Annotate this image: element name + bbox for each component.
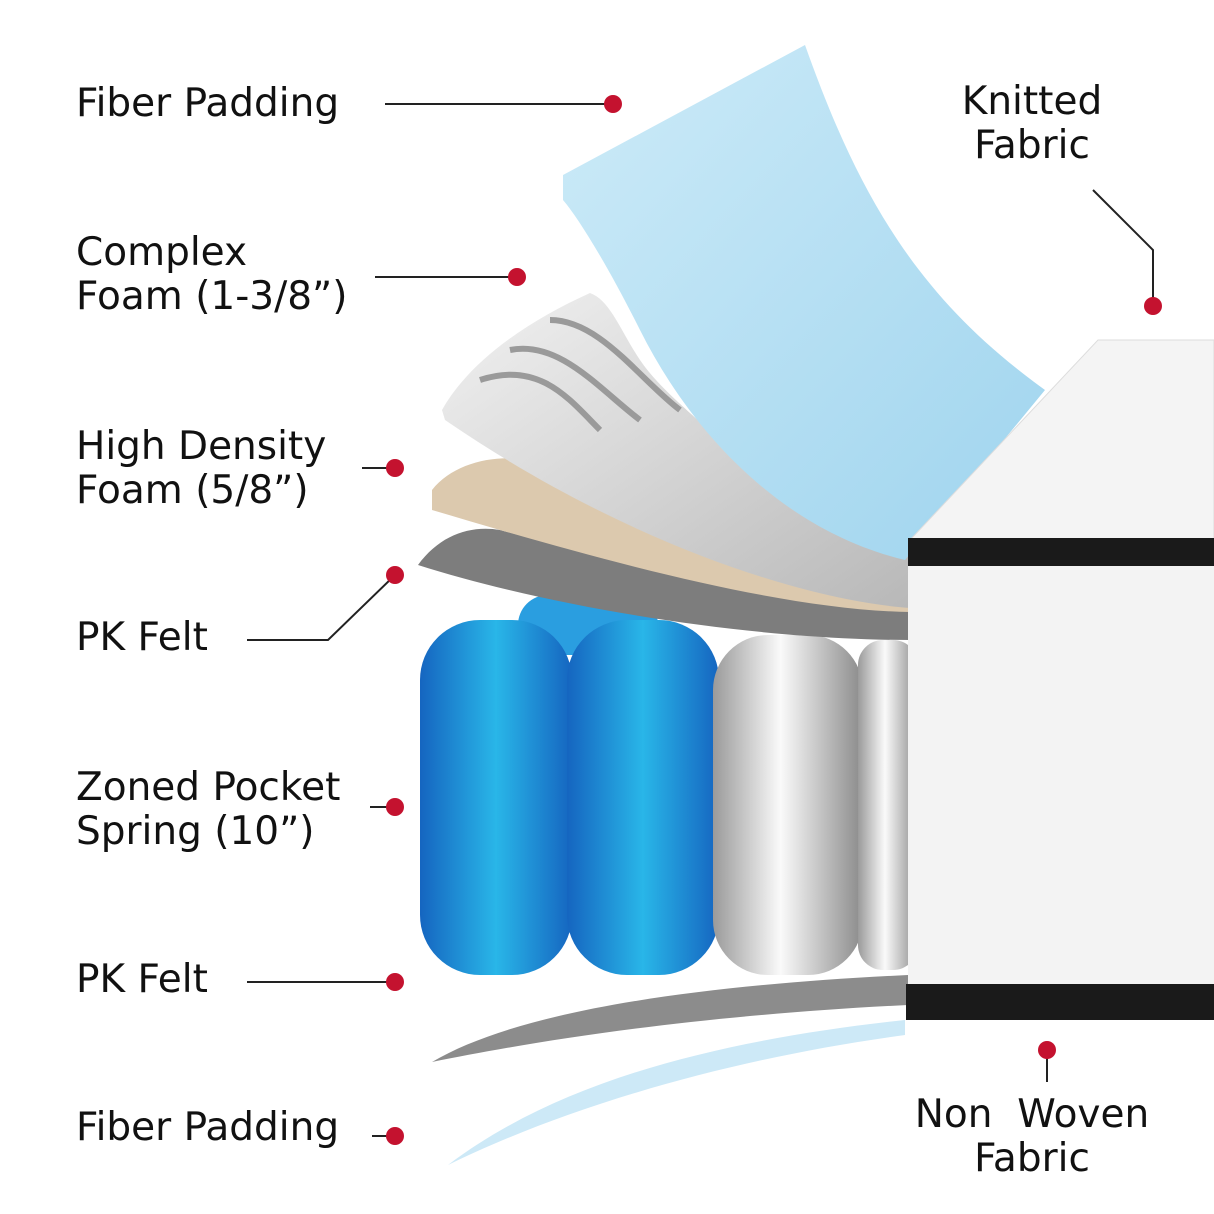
label-pk-felt-top: PK Felt [76, 616, 208, 660]
layer-markers [386, 95, 1162, 1145]
label-line: Complex [76, 230, 248, 275]
label-pk-felt-bottom: PK Felt [76, 958, 208, 1002]
spring-blue [567, 620, 719, 975]
spring-white [713, 635, 863, 975]
marker-dot [386, 566, 404, 584]
marker-dot [386, 973, 404, 991]
top-border-band [908, 538, 1214, 566]
label-line: Foam (5/8”) [76, 468, 309, 513]
label-line: High Density [76, 424, 327, 469]
marker-dot [508, 268, 526, 286]
label-fiber-padding-bottom: Fiber Padding [76, 1106, 339, 1150]
label-line: Fiber Padding [76, 1105, 340, 1150]
spring-blue [420, 620, 572, 975]
label-line: Non Woven [914, 1092, 1150, 1137]
bottom-fiber-padding-layer [448, 1020, 905, 1165]
marker-dot [1144, 297, 1162, 315]
bottom-felt-layer [432, 975, 908, 1062]
knitted-side-panel [908, 566, 1214, 986]
label-line: Fiber Padding [76, 81, 340, 126]
label-line: Knitted [961, 79, 1103, 124]
label-line: Zoned Pocket [76, 765, 341, 810]
label-line: Fabric [974, 1136, 1090, 1181]
label-line: Fabric [974, 123, 1090, 168]
label-line: PK Felt [76, 957, 208, 1002]
leader-lines [247, 103, 1154, 1137]
marker-dot [386, 1127, 404, 1145]
top-fiber-padding-layer [563, 45, 1045, 560]
complex-foam-layer [442, 293, 910, 608]
marker-dot [386, 798, 404, 816]
top-felt-layer [418, 528, 910, 640]
spring-white [858, 640, 918, 970]
label-line: PK Felt [76, 615, 208, 660]
label-line: Foam (1-3/8”) [76, 274, 348, 319]
marker-dot [1038, 1041, 1056, 1059]
mattress-block [906, 339, 1214, 1020]
bottom-border-band [906, 984, 1214, 1020]
pocket-springs [420, 595, 918, 975]
marker-dot [386, 459, 404, 477]
marker-dot [604, 95, 622, 113]
label-line: Spring (10”) [76, 809, 315, 854]
label-fiber-padding-top: Fiber Padding [76, 82, 339, 126]
